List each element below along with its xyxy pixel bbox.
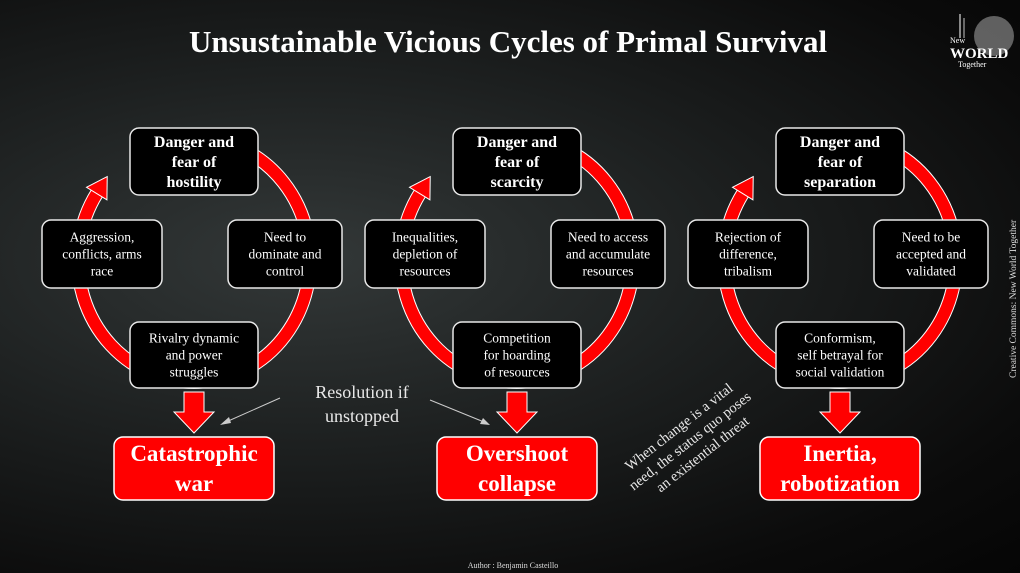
- box-text-line: control: [266, 264, 304, 279]
- pointer-arrow-right: [429, 399, 485, 423]
- pointer-arrow-left: [225, 397, 281, 423]
- logo-text-world: WORLD: [950, 46, 1009, 62]
- result-text-line: robotization: [780, 471, 900, 496]
- cycle-box-left: Inequalities, depletion of resources: [364, 219, 486, 289]
- box-text-line: validated: [906, 264, 956, 279]
- cycle-box-right: Need to be accepted and validated: [873, 219, 989, 289]
- box-text-line: tribalism: [724, 264, 772, 279]
- box-text-line: race: [91, 264, 113, 279]
- cycle-box-top: Danger and fear of separation: [775, 127, 905, 196]
- box-text-line: conflicts, arms: [62, 247, 141, 262]
- cycle-box-left: Rejection of difference, tribalism: [687, 219, 809, 289]
- rotated-note: When change is a vital need, the status …: [615, 373, 768, 509]
- down-arrow-icon: [495, 391, 539, 434]
- cycle-box-top: Danger and fear of scarcity: [452, 127, 582, 196]
- box-text-line: Conformism,: [804, 331, 876, 346]
- box-text-line: Danger and: [800, 134, 880, 151]
- box-text-line: Need to access: [568, 230, 648, 245]
- result-text-line: war: [175, 471, 213, 496]
- box-text-line: dominate and: [248, 247, 321, 262]
- box-text-line: fear of: [495, 154, 540, 171]
- svg-text:Inertia,robotization: Inertia, robotization: [780, 441, 900, 496]
- box-text-line: Rivalry dynamic: [149, 331, 239, 346]
- box-text-line: Danger and: [154, 134, 234, 151]
- cycle-box-right: Need to dominate and control: [227, 219, 343, 289]
- box-text-line: depletion of: [393, 247, 458, 262]
- box-text-line: Inequalities,: [392, 230, 458, 245]
- box-text-line: separation: [804, 174, 876, 191]
- box-text-line: fear of: [818, 154, 863, 171]
- result-box: Overshoot collapse: [436, 436, 598, 501]
- result-text-line: Overshoot: [466, 441, 569, 466]
- down-arrow-icon: [818, 391, 862, 434]
- cycle-box-left: Aggression, conflicts, arms race: [41, 219, 163, 289]
- result-text-line: collapse: [478, 471, 556, 496]
- result-text-line: Inertia,: [803, 441, 876, 466]
- box-text-line: difference,: [719, 247, 777, 262]
- cycle-box-bottom: Competition for hoarding of resources: [452, 321, 582, 389]
- credit-text: Creative Commons: New World Together: [1009, 219, 1019, 378]
- cycle-box-bottom: Rivalry dynamic and power struggles: [129, 321, 259, 389]
- box-text-line: of resources: [484, 365, 550, 380]
- box-text-line: Competition: [483, 331, 551, 346]
- cycle-arrowhead-icon: [85, 175, 108, 201]
- box-text-line: for hoarding: [483, 348, 550, 363]
- logo-text-new: New: [950, 36, 965, 45]
- box-text-line: fear of: [172, 154, 217, 171]
- box-text-line: Aggression,: [70, 230, 135, 245]
- box-text-line: hostility: [166, 174, 221, 191]
- cycle-box-top: Danger and fear of hostility: [129, 127, 259, 196]
- result-text-line: Catastrophic: [130, 441, 257, 466]
- box-text-line: resources: [400, 264, 451, 279]
- cycle-arrowhead-icon: [408, 175, 431, 201]
- box-text-line: and power: [166, 348, 223, 363]
- cycle-box-right: Need to access and accumulate resources: [550, 219, 666, 289]
- result-box: Catastrophic war: [113, 436, 275, 501]
- box-text-line: accepted and: [896, 247, 966, 262]
- box-text-line: and accumulate: [566, 247, 650, 262]
- box-text-line: Need to: [264, 230, 307, 245]
- cycle-box-bottom: Conformism, self betrayal for social valid…: [775, 321, 905, 389]
- logo: New WORLD Together: [950, 14, 1014, 69]
- box-text-line: struggles: [170, 365, 219, 380]
- box-text-line: scarcity: [490, 174, 543, 191]
- box-text-line: Danger and: [477, 134, 557, 151]
- logo-text-together: Together: [958, 60, 987, 69]
- cycle-arrowhead-icon: [731, 175, 754, 201]
- box-text-line: Need to be: [902, 230, 960, 245]
- slide-title: Unsustainable Vicious Cycles of Primal S…: [189, 24, 828, 59]
- svg-text:When change is a vital n: When change is a vital need, the status …: [615, 373, 768, 509]
- box-text-line: Rejection of: [715, 230, 782, 245]
- globe-icon: [974, 16, 1014, 56]
- box-text-line: resources: [583, 264, 634, 279]
- result-box: Inertia, robotization: [759, 436, 921, 501]
- author-text: Author : Benjamin Casteillo: [468, 561, 558, 570]
- box-text-line: self betrayal for: [797, 348, 883, 363]
- down-arrow-icon: [172, 391, 216, 434]
- box-text-line: social validation: [796, 365, 885, 380]
